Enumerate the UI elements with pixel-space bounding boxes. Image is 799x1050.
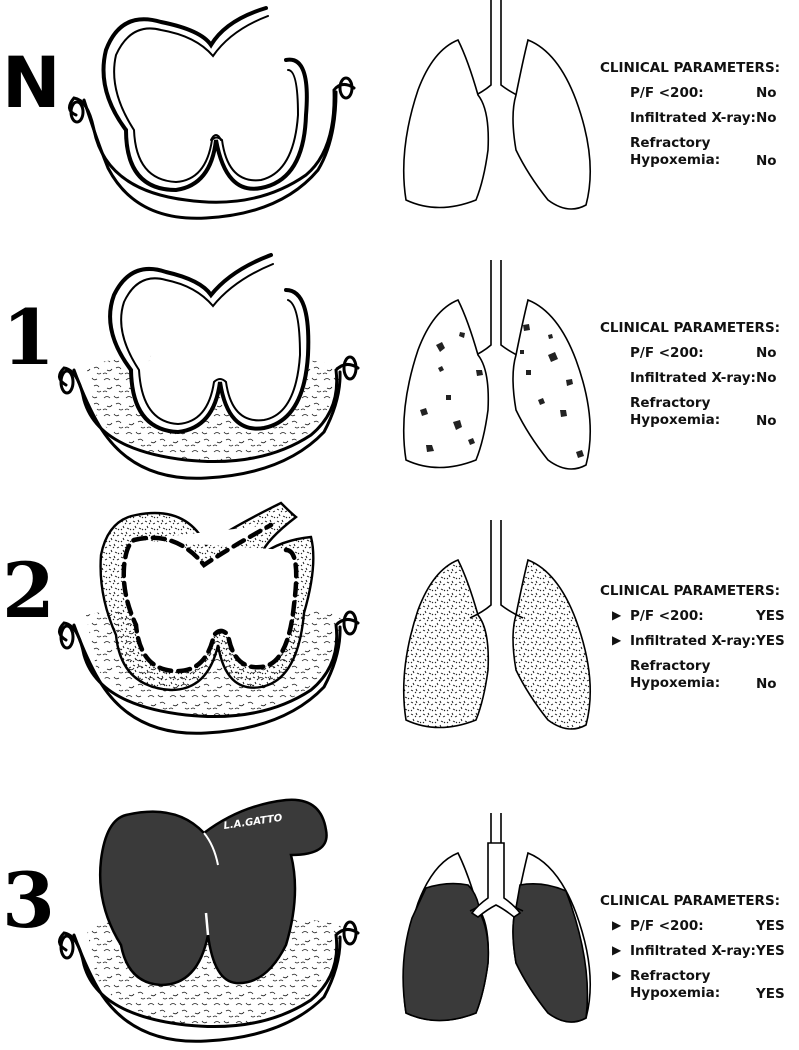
param-label: Infiltrated X-ray:: [630, 369, 756, 386]
clinical-parameters: CLINICAL PARAMETERS: ▶ P/F <200: YES ▶ Infi…: [600, 583, 799, 699]
param-pf: ▶ P/F <200: YES: [600, 918, 799, 935]
param-value: YES: [756, 917, 785, 934]
param-label-line2: Hypoxemia:: [630, 411, 721, 428]
clinical-parameters: CLINICAL PARAMETERS: P/F <200: No Infiltr…: [600, 320, 799, 436]
lung-illustration: [402, 520, 592, 730]
param-label-line2: Hypoxemia:: [630, 984, 721, 1001]
param-label: P/F <200:: [630, 84, 704, 101]
param-value: No: [756, 412, 777, 429]
param-label: Infiltrated X-ray:: [630, 942, 756, 959]
clinical-parameters-header: CLINICAL PARAMETERS:: [600, 583, 781, 599]
clinical-parameters-header: CLINICAL PARAMETERS:: [600, 60, 781, 76]
param-pf: ▶ P/F <200: YES: [600, 608, 799, 625]
param-label: P/F <200:: [630, 917, 704, 934]
param-xray: ▶ Infiltrated X-ray:YES: [600, 633, 799, 650]
param-xray: ▶ Infiltrated X-ray:YES: [600, 943, 799, 960]
param-value: No: [756, 109, 777, 126]
param-value: YES: [756, 607, 785, 624]
clinical-parameters: CLINICAL PARAMETERS: ▶ P/F <200: YES ▶ Infi…: [600, 893, 799, 1009]
stage-label: 1: [2, 293, 55, 382]
clinical-parameters-header: CLINICAL PARAMETERS:: [600, 893, 781, 909]
alveolus-illustration: L.A.GATTO: [58, 798, 360, 1043]
param-value: No: [756, 152, 777, 169]
param-label: Refractory: [630, 657, 711, 674]
param-value: YES: [756, 942, 785, 959]
alveolus-illustration: [68, 6, 356, 220]
param-xray: Infiltrated X-ray:No: [600, 110, 799, 127]
param-value: YES: [756, 632, 785, 649]
param-value: No: [756, 344, 777, 361]
panel-stage-2: 2 CLINICAL PARAMETERS: ▶ P/F <200: YES ▶ In…: [0, 495, 799, 755]
param-value: YES: [756, 985, 785, 1002]
param-label: P/F <200:: [630, 607, 704, 624]
param-label: Infiltrated X-ray:: [630, 109, 756, 126]
param-label: P/F <200:: [630, 344, 704, 361]
lung-illustration: [402, 0, 592, 210]
stage-label: 2: [2, 546, 55, 635]
lung-illustration: [402, 813, 592, 1023]
param-label-line2: Hypoxemia:: [630, 151, 721, 168]
param-value: No: [756, 84, 777, 101]
param-pf: P/F <200: No: [600, 85, 799, 102]
pointer-arrow-icon: ▶: [612, 607, 622, 622]
clinical-parameters-header: CLINICAL PARAMETERS:: [600, 320, 781, 336]
pointer-arrow-icon: ▶: [612, 917, 622, 932]
param-label: Refractory: [630, 967, 711, 984]
lung-illustration: [402, 260, 592, 470]
param-label: Infiltrated X-ray:: [630, 632, 756, 649]
pointer-arrow-icon: ▶: [612, 632, 622, 647]
stage-label: 3: [2, 856, 55, 945]
alveolus-illustration: [58, 253, 360, 480]
panel-stage-1: 1 CLINICAL PARAMETERS: P/F <200: No: [0, 250, 799, 480]
param-value: No: [756, 675, 777, 692]
panel-stage-n: N CLINICAL PARAMETERS: P/F <200: No Infil…: [0, 0, 799, 230]
param-pf: P/F <200: No: [600, 345, 799, 362]
panel-stage-3: 3 L.A.GATTO CLINICAL PARAMETERS: ▶ P/F <2…: [0, 785, 799, 1050]
stage-label: N: [2, 42, 61, 124]
clinical-parameters: CLINICAL PARAMETERS: P/F <200: No Infiltr…: [600, 60, 799, 176]
param-xray: Infiltrated X-ray:No: [600, 370, 799, 387]
param-value: No: [756, 369, 777, 386]
pointer-arrow-icon: ▶: [612, 967, 622, 982]
param-label-line2: Hypoxemia:: [630, 674, 721, 691]
pointer-arrow-icon: ▶: [612, 942, 622, 957]
param-label: Refractory: [630, 134, 711, 151]
alveolus-illustration: [58, 501, 360, 735]
param-label: Refractory: [630, 394, 711, 411]
